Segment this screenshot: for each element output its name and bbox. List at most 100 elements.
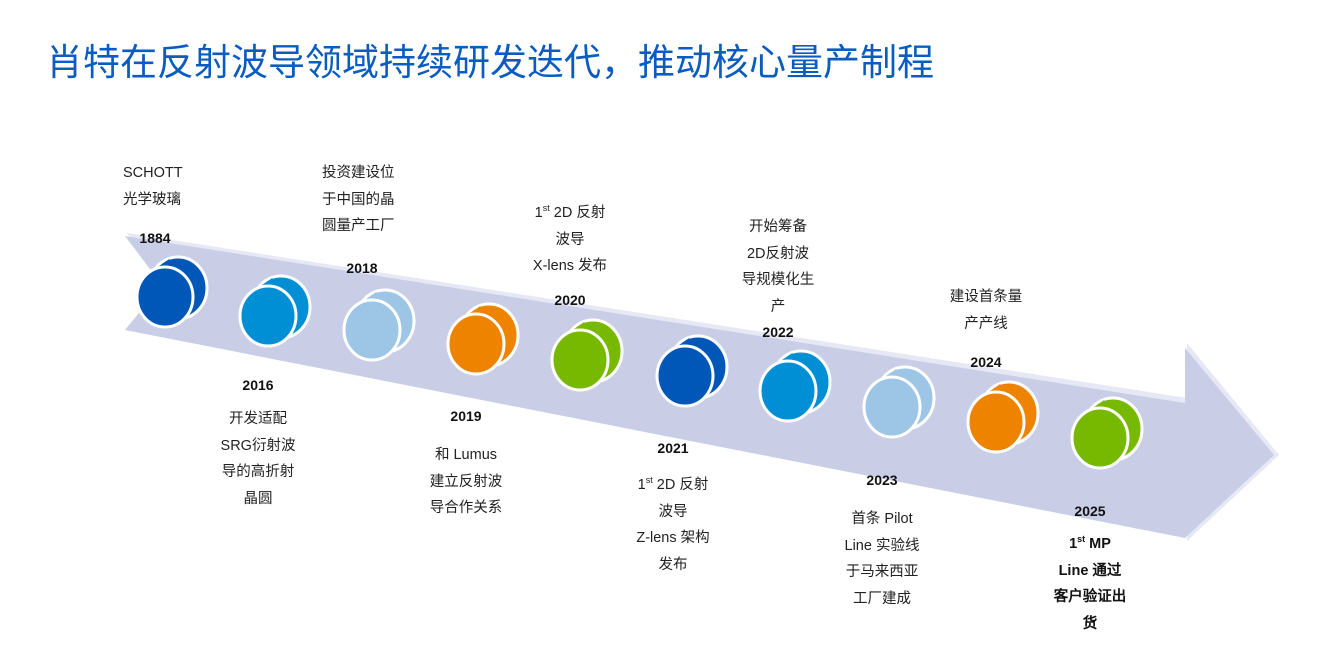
milestone-description: 投资建设位于中国的晶圆量产工厂 <box>322 160 395 240</box>
description-line: 建立反射波 <box>430 469 503 496</box>
cylinder-front <box>862 375 922 439</box>
milestone-description: 开发适配 SRG衍射波导的高折射晶圆 <box>221 406 296 512</box>
cylinder-front <box>135 265 195 329</box>
cylinder-front <box>758 359 818 423</box>
milestone-year: 2019 <box>450 408 482 424</box>
description-line: 1st 2D 反射 <box>533 200 607 227</box>
line-text: 于中国的晶 <box>322 191 395 208</box>
description-line: 波导 <box>636 499 709 526</box>
description-line: SCHOTT <box>123 160 183 187</box>
ordinal-suffix: st <box>1077 534 1086 544</box>
line-text: 建立反射波 <box>429 473 503 490</box>
line-text: 导的高折射 <box>221 464 295 480</box>
milestone-cylinder-2024 <box>966 380 1040 454</box>
milestone-cylinder-2016 <box>238 274 312 348</box>
description-line: 客户验证出 <box>1054 584 1127 611</box>
description-line: 建设首条量 <box>950 284 1023 311</box>
line-text: 于马来西亚 <box>845 564 919 580</box>
line-text: 导规模化生 <box>741 272 815 288</box>
milestone-year: 2022 <box>762 324 794 340</box>
ordinal-number: 1 <box>637 477 646 493</box>
description-line: 投资建设位 <box>322 160 395 187</box>
description-line: X-lens 发布 <box>533 253 607 280</box>
description-line: 导合作关系 <box>430 495 503 522</box>
description-line: 开始筹备 <box>742 214 815 241</box>
ordinal-suffix: st <box>542 203 550 213</box>
description-line: 圆量产工厂 <box>322 213 395 240</box>
cylinder-front <box>655 344 715 408</box>
cylinder-front <box>550 328 610 392</box>
line-text: 2D 反射 <box>549 205 606 221</box>
description-line: 波导 <box>533 227 607 254</box>
line-text: Z-lens 架构 <box>636 530 710 546</box>
cylinder-front <box>238 284 298 348</box>
description-line: 发布 <box>636 552 709 579</box>
description-line: 导的高折射 <box>221 459 296 486</box>
line-text: 货 <box>1082 615 1098 632</box>
milestone-year: 2020 <box>554 292 586 308</box>
cylinder-front <box>446 312 506 376</box>
milestone-year: 2023 <box>866 472 898 488</box>
description-line: Line 实验线 <box>845 533 920 560</box>
description-line: 1st 2D 反射 <box>636 472 709 499</box>
description-line: 开发适配 <box>221 406 296 433</box>
page-title: 肖特在反射波导领域持续研发迭代，推动核心量产制程 <box>46 42 934 83</box>
milestone-cylinder-2022 <box>758 349 832 423</box>
milestone-description: 1st 2D 反射波导 X-lens 发布 <box>533 200 607 280</box>
line-text: 产产线 <box>964 315 1008 332</box>
milestone-year: 2021 <box>657 440 689 456</box>
ordinal-number: 1 <box>1069 536 1078 552</box>
line-text: X-lens 发布 <box>532 258 608 274</box>
line-text: 波导 <box>658 503 688 520</box>
milestone-cylinder-2019 <box>446 302 520 376</box>
line-text: 开发适配 <box>228 411 287 427</box>
ordinal-suffix: st <box>645 475 653 485</box>
line-text: 2D 反射 <box>652 477 709 493</box>
description-line: 产 <box>742 294 815 321</box>
line-text: 开始筹备 <box>749 219 807 235</box>
milestone-cylinder-2025 <box>1070 396 1144 470</box>
description-line: 货 <box>1054 611 1127 638</box>
line-text: 光学玻璃 <box>123 191 181 208</box>
line-text: 首条 Pilot <box>851 511 913 527</box>
line-text: SRG衍射波 <box>220 437 296 454</box>
line-text: Line 实验线 <box>844 537 920 554</box>
description-line: 导规模化生 <box>742 267 815 294</box>
description-line: 2D反射波 <box>742 241 815 268</box>
line-text: 导合作关系 <box>429 500 503 516</box>
line-text: 产 <box>770 298 786 315</box>
line-text: 晶圆 <box>243 490 273 507</box>
line-text: 发布 <box>658 556 688 573</box>
cylinder-front <box>966 390 1026 454</box>
milestone-description: SCHOTT 光学玻璃 <box>123 160 183 213</box>
line-text: 2D反射波 <box>746 245 810 262</box>
milestone-year: 1884 <box>139 230 171 246</box>
description-line: 产产线 <box>950 311 1023 338</box>
line-text: Line 通过 <box>1058 562 1122 579</box>
milestone-cylinder-2018 <box>342 288 416 362</box>
milestone-year: 2024 <box>970 354 1002 370</box>
ordinal-number: 1 <box>534 205 543 221</box>
description-line: 和 Lumus <box>430 442 503 469</box>
milestone-description: 和 Lumus 建立反射波导合作关系 <box>430 442 503 522</box>
description-line: 首条 Pilot <box>845 506 920 533</box>
description-line: 光学玻璃 <box>123 187 183 214</box>
line-text: SCHOTT <box>123 165 183 181</box>
line-text: 和 Lumus <box>434 447 498 463</box>
line-text: 建设首条量 <box>949 289 1023 305</box>
milestone-year: 2016 <box>242 377 274 393</box>
milestone-description: 开始筹备 2D反射波导规模化生产 <box>742 214 815 320</box>
milestone-cylinder-2020 <box>550 318 624 392</box>
line-text: 客户验证出 <box>1053 589 1127 605</box>
line-text: 圆量产工厂 <box>322 218 395 234</box>
milestone-year: 2025 <box>1074 503 1106 519</box>
milestone-cylinder-2021 <box>655 334 729 408</box>
milestone-cylinder-2023 <box>862 365 936 439</box>
description-line: 工厂建成 <box>845 586 920 613</box>
description-line: 于中国的晶 <box>322 187 395 214</box>
line-text: MP <box>1085 536 1111 552</box>
description-line: Line 通过 <box>1054 558 1127 585</box>
line-text: 波导 <box>555 231 585 248</box>
